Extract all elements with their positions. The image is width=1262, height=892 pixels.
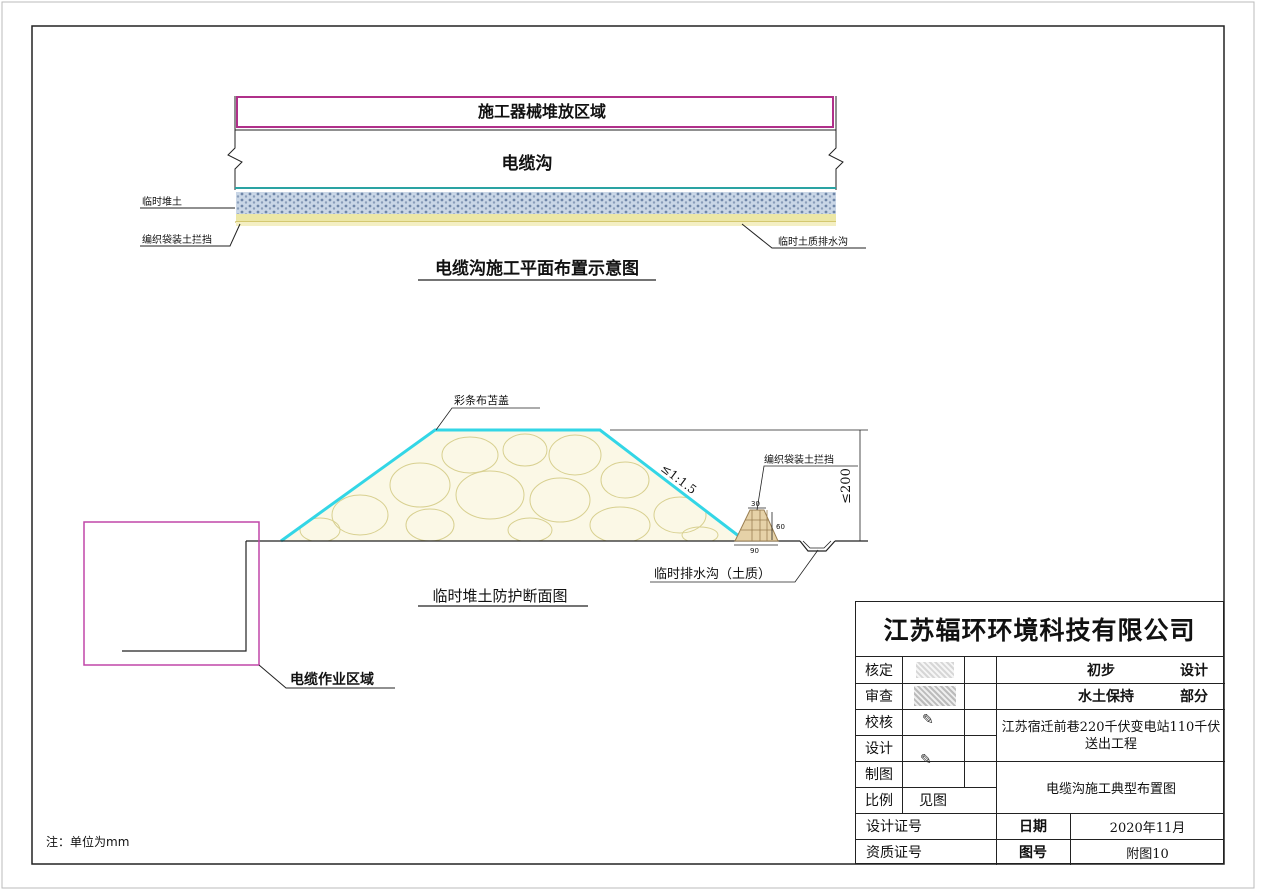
height-label: ≤200 bbox=[839, 468, 854, 504]
section-view-title: 临时堆土防护断面图 bbox=[432, 587, 567, 605]
temp-soil-label: 临时堆土 bbox=[142, 195, 182, 208]
stage-design: 设计 bbox=[1180, 663, 1208, 679]
section-view: 30 60 90 ≤200 ≤1:1.5 彩条布苫盖 编织袋装土拦挡 临时排水沟… bbox=[83, 393, 868, 689]
fig-value: 附图10 bbox=[1126, 846, 1169, 862]
company-name: 江苏辐环环境科技有限公司 bbox=[856, 602, 1223, 657]
section-bag-label: 编织袋装土拦挡 bbox=[764, 453, 834, 466]
stage-prelim: 初步 bbox=[1087, 663, 1115, 679]
dim-bottom: 90 bbox=[750, 547, 759, 555]
soil-mound bbox=[281, 430, 742, 541]
label-design-cert: 设计证号 bbox=[866, 819, 922, 835]
drain-strip bbox=[236, 222, 836, 226]
signature-review bbox=[914, 686, 956, 706]
label-review: 审查 bbox=[865, 689, 893, 705]
bag-barrier-label: 编织袋装土拦挡 bbox=[142, 233, 212, 246]
break-line-left bbox=[227, 130, 243, 190]
label-qual-cert: 资质证号 bbox=[866, 845, 922, 861]
cover-label: 彩条布苫盖 bbox=[454, 393, 509, 407]
plan-view-title: 电缆沟施工平面布置示意图 bbox=[435, 258, 639, 279]
label-check: 校核 bbox=[865, 715, 893, 731]
label-scale: 比例 bbox=[865, 793, 893, 809]
title-block: 江苏辐环环境科技有限公司 核定 审查 校核 设计 制图 比例 见图 ✎ ✎ 设计… bbox=[855, 601, 1225, 865]
signature-draw: ✎ bbox=[920, 752, 932, 768]
break-line-right bbox=[828, 130, 844, 190]
storage-area-label: 施工器械堆放区域 bbox=[478, 102, 606, 121]
sandbag-barrier bbox=[734, 509, 779, 542]
trench-label: 电缆沟 bbox=[502, 153, 553, 174]
work-area-label: 电缆作业区域 bbox=[290, 671, 374, 688]
bag-barrier-strip bbox=[236, 214, 836, 222]
tarp-cover bbox=[280, 428, 741, 543]
plan-view: 施工器械堆放区域 电缆沟 临时堆土 编织袋装土拦挡 临时土质排水沟 电缆沟施工平… bbox=[140, 96, 866, 281]
storage-area-box bbox=[236, 96, 834, 128]
stage-part: 部分 bbox=[1180, 689, 1208, 705]
signature-check: ✎ bbox=[922, 712, 934, 728]
project-name: 江苏宿迁前巷220千伏变电站110千伏送出工程 bbox=[1001, 719, 1221, 752]
scale-value: 见图 bbox=[919, 793, 947, 809]
dim-height: 60 bbox=[776, 523, 785, 531]
units-note: 注：单位为mm bbox=[46, 834, 129, 849]
trench-outline bbox=[122, 541, 247, 652]
label-fig: 图号 bbox=[1019, 845, 1047, 861]
date-value: 2020年11月 bbox=[1109, 820, 1186, 836]
stage-swc: 水土保持 bbox=[1078, 689, 1134, 705]
dim-top: 30 bbox=[751, 500, 760, 508]
section-drain-label: 临时排水沟（土质） bbox=[654, 567, 771, 582]
label-date: 日期 bbox=[1019, 819, 1047, 835]
label-draw: 制图 bbox=[865, 767, 893, 783]
signature-approve bbox=[916, 662, 954, 678]
drain-label: 临时土质排水沟 bbox=[778, 235, 848, 248]
temp-soil-strip bbox=[236, 192, 836, 214]
inner-frame bbox=[31, 25, 1225, 865]
drawing-name: 电缆沟施工典型布置图 bbox=[1045, 782, 1176, 797]
work-area-box bbox=[83, 521, 260, 666]
label-design: 设计 bbox=[865, 741, 893, 757]
label-approve: 核定 bbox=[865, 663, 893, 679]
